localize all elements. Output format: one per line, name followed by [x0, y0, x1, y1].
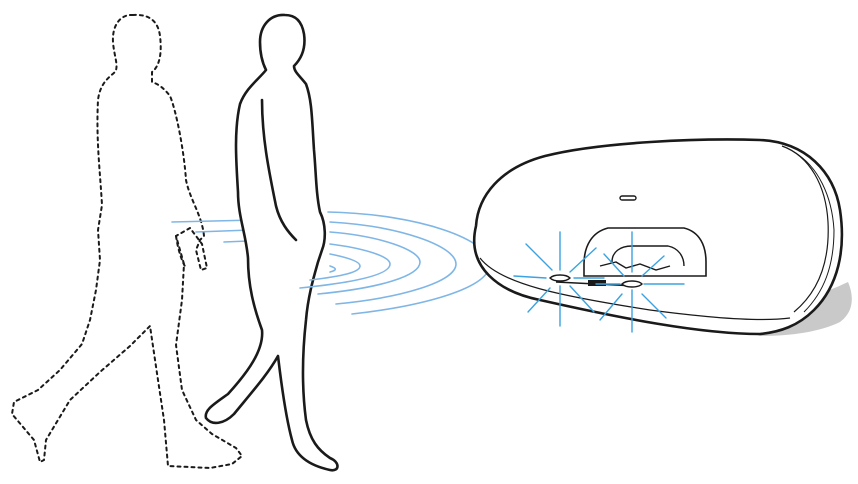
- light-glints: [549, 274, 643, 288]
- dock-button: [588, 280, 606, 286]
- light-ray: [569, 247, 597, 273]
- wave-arc: [299, 243, 391, 289]
- dock-cradle: [583, 227, 707, 277]
- wave-arc: [317, 231, 421, 295]
- solid-figure-outline: [204, 13, 339, 472]
- speaker-dock-icon: [473, 138, 852, 336]
- wave-arc: [309, 253, 361, 281]
- wave-arc: [327, 211, 491, 315]
- wave-arc: [223, 240, 249, 243]
- glint-left: [549, 274, 571, 282]
- solid-figure-arm: [260, 98, 298, 242]
- speaker-front-rim-inner: [793, 151, 835, 313]
- light-ray: [603, 253, 625, 277]
- light-ray: [527, 287, 551, 313]
- light-ray: [641, 293, 667, 319]
- wave-arc: [329, 221, 457, 305]
- light-ray: [569, 285, 595, 313]
- dashed-figure-arm: [175, 235, 187, 269]
- light-ray: [641, 255, 665, 277]
- glint-right: [621, 280, 643, 288]
- light-ray: [525, 243, 553, 271]
- light-ray: [513, 275, 547, 279]
- wave-arc: [329, 265, 337, 273]
- indicator-slot: [619, 195, 637, 201]
- solid-walking-figure: [204, 13, 339, 472]
- speaker-base-edge: [479, 257, 791, 321]
- speaker-front-rim: [781, 145, 829, 313]
- proximity-wave-icon: [299, 211, 491, 315]
- dashed-walking-figure: [11, 13, 243, 469]
- blinking-light-icon: [595, 231, 685, 333]
- wave-arc: [195, 229, 251, 233]
- dock-cradle-inner: [611, 245, 685, 267]
- blinking-light-icon: [513, 231, 605, 327]
- light-ray: [599, 293, 623, 321]
- dashed-figure-outline: [11, 13, 243, 469]
- dock-connector: [599, 261, 671, 271]
